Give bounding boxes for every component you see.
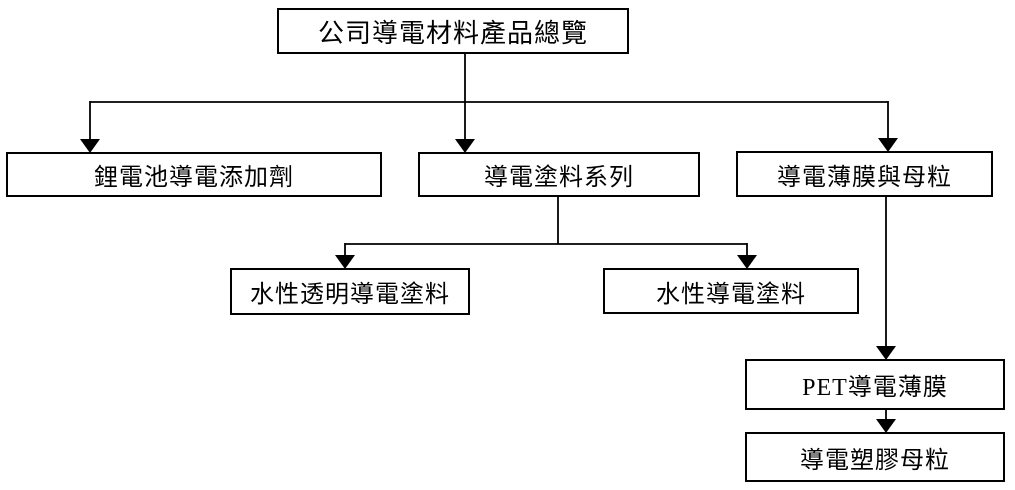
flowchart-node-plastic-masterbatch: 導電塑膠母粒 <box>745 432 1005 482</box>
node-lithium-label: 鋰電池導電添加劑 <box>94 165 294 191</box>
flowchart-node-lithium-additive: 鋰電池導電添加劑 <box>6 152 382 197</box>
arrowhead-masterbatch-icon <box>876 419 896 433</box>
node-transparent-label: 水性透明導電塗料 <box>250 282 450 308</box>
node-masterbatch-label: 導電塑膠母粒 <box>800 447 950 474</box>
node-pet-label: PET導電薄膜 <box>802 375 948 401</box>
node-root-label: 公司導電材料產品總覽 <box>317 18 588 48</box>
arrowhead-waterborne-icon <box>737 255 757 269</box>
arrowhead-pet-icon <box>876 346 896 360</box>
arrowhead-lithium-icon <box>80 139 100 153</box>
flowchart-node-root: 公司導電材料產品總覽 <box>277 8 629 54</box>
flowchart-node-coating-series: 導電塗料系列 <box>418 152 700 197</box>
flowchart-node-film-masterbatch: 導電薄膜與母粒 <box>736 151 993 197</box>
flowchart-node-pet-film: PET導電薄膜 <box>745 359 1005 410</box>
arrowhead-coating-icon <box>455 139 475 153</box>
node-coating-label: 導電塗料系列 <box>484 165 634 191</box>
arrowhead-transparent-icon <box>335 255 355 269</box>
node-waterborne-label: 水性導電塗料 <box>656 281 806 308</box>
arrowhead-film-icon <box>878 138 898 152</box>
flowchart-node-transparent-coating: 水性透明導電塗料 <box>230 268 470 315</box>
node-film-label: 導電薄膜與母粒 <box>777 164 952 191</box>
flowchart-node-waterborne-coating: 水性導電塗料 <box>603 268 859 314</box>
